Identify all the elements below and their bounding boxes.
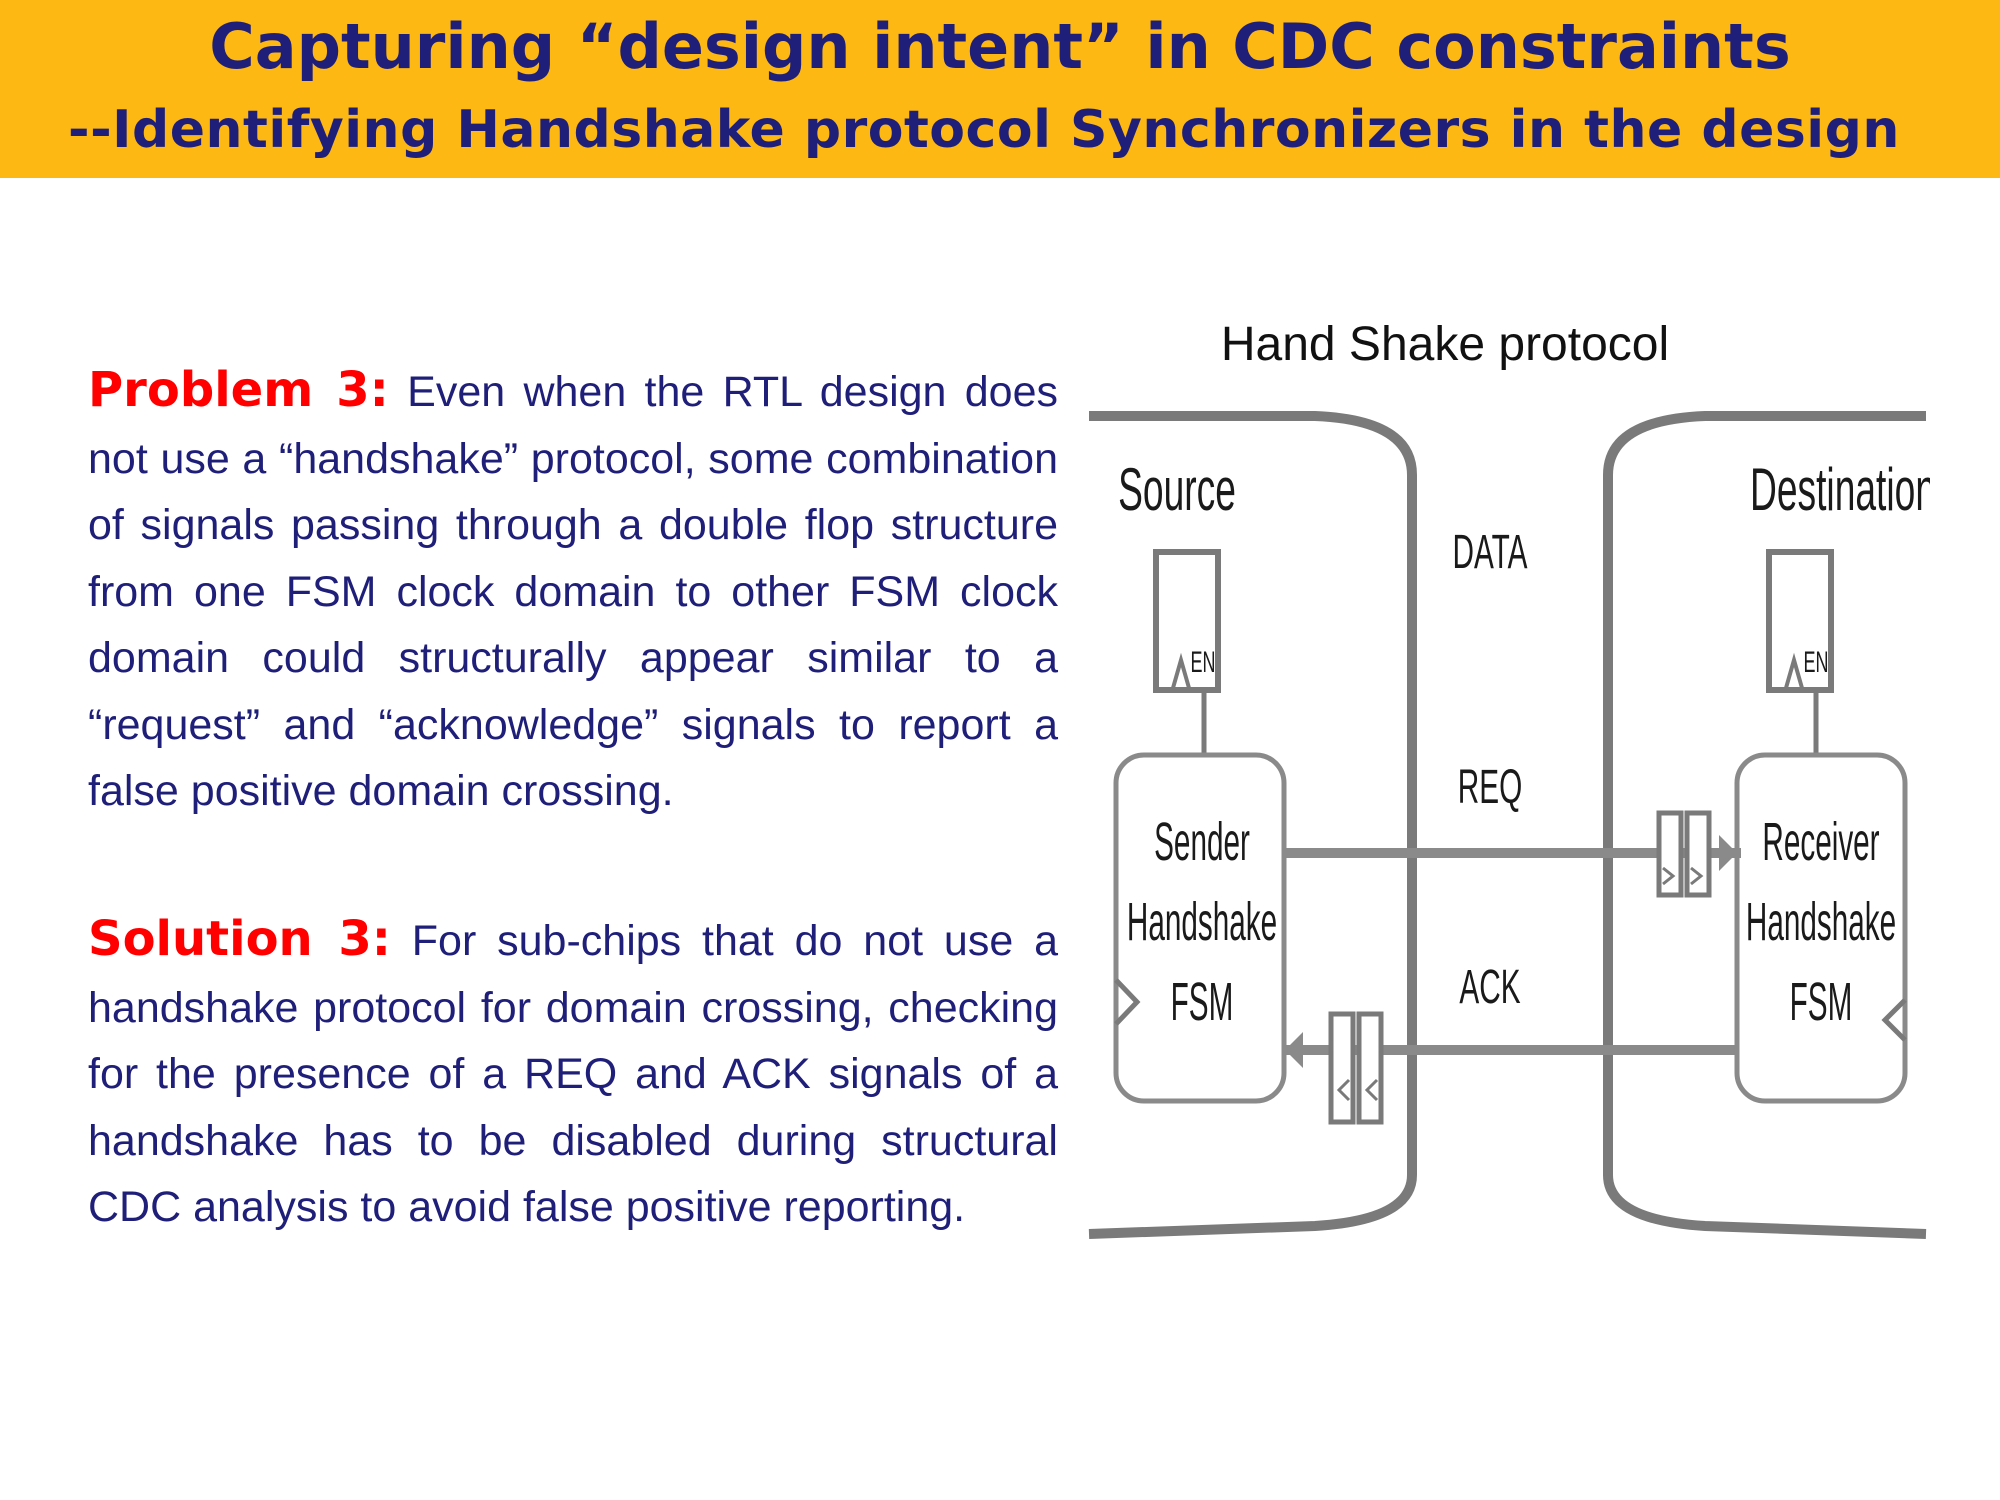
sender-fsm-box: Sender Handshake FSM: [1113, 752, 1287, 1104]
receiver-line-3: FSM: [1790, 973, 1853, 1032]
slide-title: Capturing “design intent” in CDC constra…: [209, 10, 1791, 83]
source-domain-boundary: [1088, 411, 1417, 1239]
ack-synchronizer: [1328, 1011, 1384, 1125]
problem-paragraph: Problem 3: Even when the RTL design does…: [88, 357, 1058, 825]
receiver-clock-icon: [1881, 998, 1907, 1042]
sender-enable-label: EN: [1191, 647, 1216, 680]
sender-line-3: FSM: [1171, 973, 1234, 1032]
sender-data-register: EN: [1153, 549, 1221, 693]
receiver-enable-label: EN: [1804, 647, 1829, 680]
ack-arrowhead: [1285, 1032, 1303, 1068]
req-synchronizer: [1656, 810, 1712, 898]
receiver-fsm-box: Receiver Handshake FSM: [1734, 752, 1908, 1104]
title-banner: Capturing “design intent” in CDC constra…: [0, 0, 2000, 178]
sender-line-1: Sender: [1154, 813, 1250, 872]
receiver-line-2: Handshake: [1746, 893, 1896, 952]
receiver-data-register: EN: [1766, 549, 1834, 693]
destination-label: Destination: [1750, 456, 1930, 523]
diagram-title: Hand Shake protocol: [1221, 320, 1669, 371]
problem-label: Problem 3:: [88, 362, 389, 418]
problem-text: Even when the RTL design does not use a …: [88, 368, 1058, 815]
data-signal-label: DATA: [1453, 526, 1528, 579]
ack-signal-label: ACK: [1459, 961, 1520, 1014]
solution-paragraph: Solution 3: For sub-chips that do not us…: [88, 906, 1058, 1241]
receiver-line-1: Receiver: [1762, 813, 1879, 872]
solution-label: Solution 3:: [88, 911, 391, 967]
sender-clock-icon: [1114, 978, 1141, 1026]
solution-text: For sub-chips that do not use a handshak…: [88, 917, 1058, 1231]
source-label: Source: [1118, 456, 1236, 523]
slide-subtitle: --Identifying Handshake protocol Synchro…: [68, 100, 1900, 160]
handshake-diagram: Hand Shake protocol Source Destination D…: [1088, 320, 1930, 1239]
sender-line-2: Handshake: [1127, 893, 1277, 952]
req-arrowhead: [1719, 835, 1737, 871]
req-signal-label: REQ: [1458, 761, 1522, 814]
destination-domain-boundary: [1603, 411, 1927, 1239]
